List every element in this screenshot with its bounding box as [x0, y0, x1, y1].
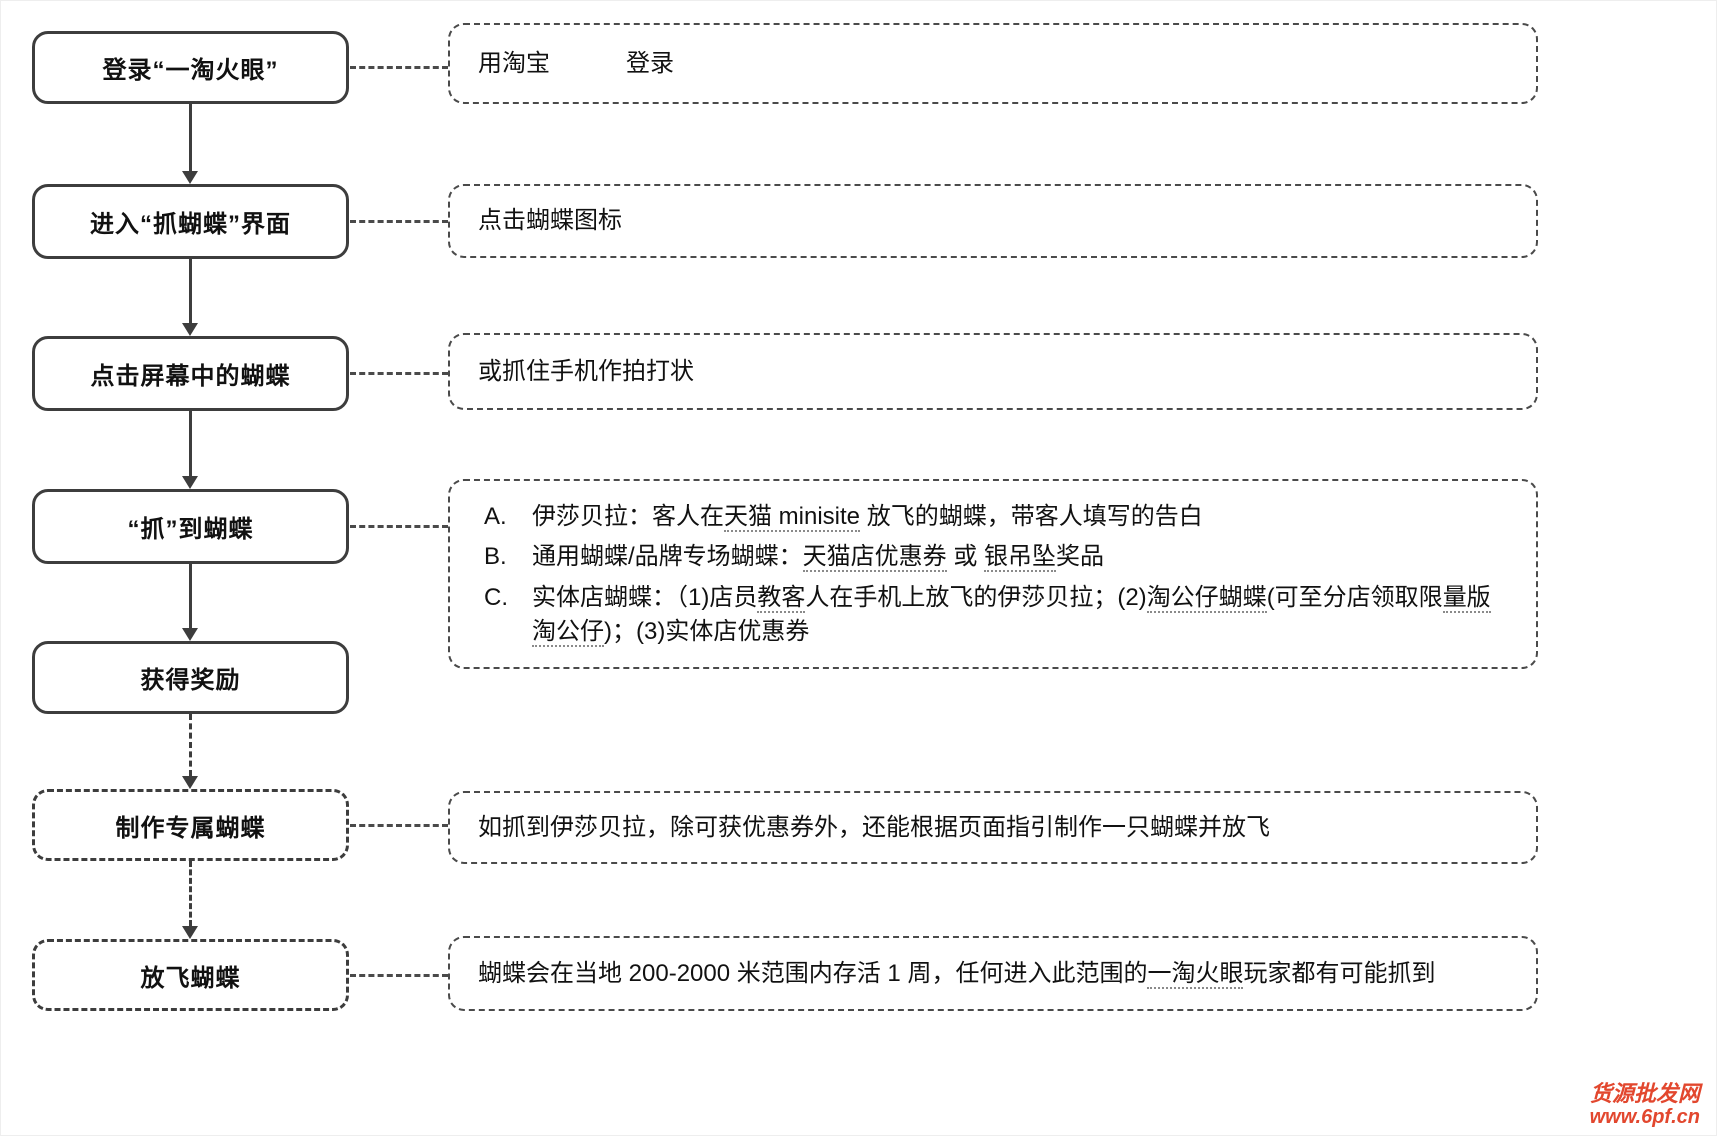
note-click-butterfly-icon-text: 点击蝴蝶图标	[478, 207, 622, 235]
flow-step-caught: “抓”到蝴蝶	[32, 489, 349, 564]
list-item-c-text: 实体店蝴蝶：（1)店员教客人在手机上放飞的伊莎贝拉；(2)淘公仔蝴蝶(可至分店领…	[532, 581, 1508, 648]
arrow-line	[188, 564, 192, 628]
text-segment: 或	[946, 543, 985, 571]
flow-step-release-butterfly-label: 放飞蝴蝶	[140, 964, 241, 992]
flow-step-tap-butterfly: 点击屏幕中的蝴蝶	[32, 336, 349, 411]
flow-step-login-label: 登录“一淘火眼”	[102, 57, 279, 84]
note-connector-1	[350, 66, 448, 69]
down-arrow-1	[174, 104, 206, 184]
underlined-segment: 天猫 minisite	[724, 502, 861, 532]
list-marker-c: C.	[484, 584, 508, 611]
note-release-range: 蝴蝶会在当地 200-2000 米范围内存活 1 周，任何进入此范围的一淘火眼玩…	[448, 936, 1538, 1011]
note-make-exclusive-butterfly: 如抓到伊莎贝拉，除可获优惠券外，还能根据页面指引制作一只蝴蝶并放飞	[448, 791, 1538, 864]
note-connector-6	[350, 974, 448, 977]
flow-step-enter-catch-ui: 进入“抓蝴蝶”界面	[32, 184, 349, 259]
text-segment: 奖品	[1056, 543, 1105, 571]
list-item-b-text: 通用蝴蝶/品牌专场蝴蝶：天猫店优惠券 或 银吊坠奖品	[532, 540, 1508, 574]
text-segment: 人在手机上放飞的伊莎贝拉；(2)	[805, 584, 1147, 611]
arrow-head-icon	[182, 776, 198, 789]
watermark-url: www.6pf.cn	[1589, 1106, 1700, 1128]
note-login-method-text-1: 用淘宝	[478, 49, 550, 77]
note-butterfly-types: A. 伊莎贝拉：客人在天猫 minisite 放飞的蝴蝶，带客人填写的告白 B.…	[448, 479, 1538, 669]
watermark-site-name: 货源批发网	[1589, 1080, 1700, 1106]
note-connector-2	[350, 220, 448, 223]
watermark: 货源批发网 www.6pf.cn	[1590, 1081, 1700, 1129]
arrow-line	[188, 104, 192, 171]
flow-step-reward-label: 获得奖励	[140, 667, 241, 694]
note-butterfly-types-item-c: C. 实体店蝴蝶：（1)店员教客人在手机上放飞的伊莎贝拉；(2)淘公仔蝴蝶(可至…	[484, 581, 1508, 648]
note-click-butterfly-icon: 点击蝴蝶图标	[448, 184, 1538, 258]
note-butterfly-types-item-a: A. 伊莎贝拉：客人在天猫 minisite 放飞的蝴蝶，带客人填写的告白	[484, 500, 1508, 534]
text-segment: (可至分店领取限	[1266, 584, 1443, 611]
underlined-segment: 天猫店优惠券	[802, 543, 947, 573]
underlined-segment: 一淘火眼	[1147, 959, 1244, 989]
text-segment: 伊莎贝拉：客人在	[532, 502, 724, 530]
underlined-segment: 淘公仔蝴蝶	[1146, 584, 1267, 613]
arrow-line	[188, 411, 192, 476]
note-connector-5	[350, 824, 448, 827]
down-arrow-5-dashed	[174, 714, 206, 789]
flow-step-enter-catch-ui-label: 进入“抓蝴蝶”界面	[90, 211, 291, 238]
flow-step-login: 登录“一淘火眼”	[32, 31, 349, 104]
arrow-head-icon	[182, 476, 198, 489]
note-release-range-text: 蝴蝶会在当地 200-2000 米范围内存活 1 周，任何进入此范围的一淘火眼玩…	[478, 957, 1435, 991]
down-arrow-6-dashed	[174, 861, 206, 939]
flow-step-release-butterfly: 放飞蝴蝶	[32, 939, 349, 1011]
note-connector-3	[350, 372, 448, 375]
text-segment: )；(3)实体店优惠券	[604, 617, 810, 645]
flow-step-make-butterfly: 制作专属蝴蝶	[32, 789, 349, 861]
flow-step-make-butterfly-label: 制作专属蝴蝶	[115, 814, 266, 842]
down-arrow-4	[174, 564, 206, 641]
arrow-line	[188, 714, 192, 776]
arrow-head-icon	[182, 628, 198, 641]
underlined-segment: 银吊坠	[984, 543, 1057, 573]
note-swat-gesture-text: 或抓住手机作拍打状	[478, 357, 694, 385]
note-login-method-text-2: 登录	[626, 49, 674, 77]
flow-step-reward: 获得奖励	[32, 641, 349, 714]
underlined-segment: 量版淘公仔	[532, 584, 1491, 647]
arrow-line	[188, 861, 192, 926]
text-segment: 通用蝴蝶/品牌专场蝴蝶：	[532, 543, 803, 571]
list-marker-a: A.	[484, 502, 507, 530]
note-make-exclusive-butterfly-text: 如抓到伊莎贝拉，除可获优惠券外，还能根据页面指引制作一只蝴蝶并放飞	[478, 813, 1270, 841]
text-segment: 蝴蝶会在当地 200-2000 米范围内存活 1 周，任何进入此范围的	[478, 959, 1148, 987]
underlined-segment: 教客	[757, 584, 806, 613]
arrow-head-icon	[182, 323, 198, 336]
down-arrow-2	[174, 259, 206, 336]
note-connector-4	[350, 525, 448, 528]
note-swat-gesture: 或抓住手机作拍打状	[448, 333, 1538, 410]
list-item-a-text: 伊莎贝拉：客人在天猫 minisite 放飞的蝴蝶，带客人填写的告白	[532, 500, 1508, 534]
flow-step-caught-label: “抓”到蝴蝶	[127, 516, 254, 543]
down-arrow-3	[174, 411, 206, 489]
arrow-head-icon	[182, 926, 198, 939]
text-segment: 实体店蝴蝶：（1)店员	[532, 584, 758, 611]
list-marker-b: B.	[484, 543, 507, 571]
text-segment: 玩家都有可能抓到	[1243, 959, 1436, 987]
note-login-method: 用淘宝 登录	[448, 23, 1538, 104]
text-segment: 放飞的蝴蝶，带客人填写的告白	[860, 502, 1203, 530]
flow-step-tap-butterfly-label: 点击屏幕中的蝴蝶	[90, 363, 291, 390]
arrow-line	[188, 259, 192, 323]
note-butterfly-types-item-b: B. 通用蝴蝶/品牌专场蝴蝶：天猫店优惠券 或 银吊坠奖品	[484, 540, 1508, 574]
arrow-head-icon	[182, 171, 198, 184]
